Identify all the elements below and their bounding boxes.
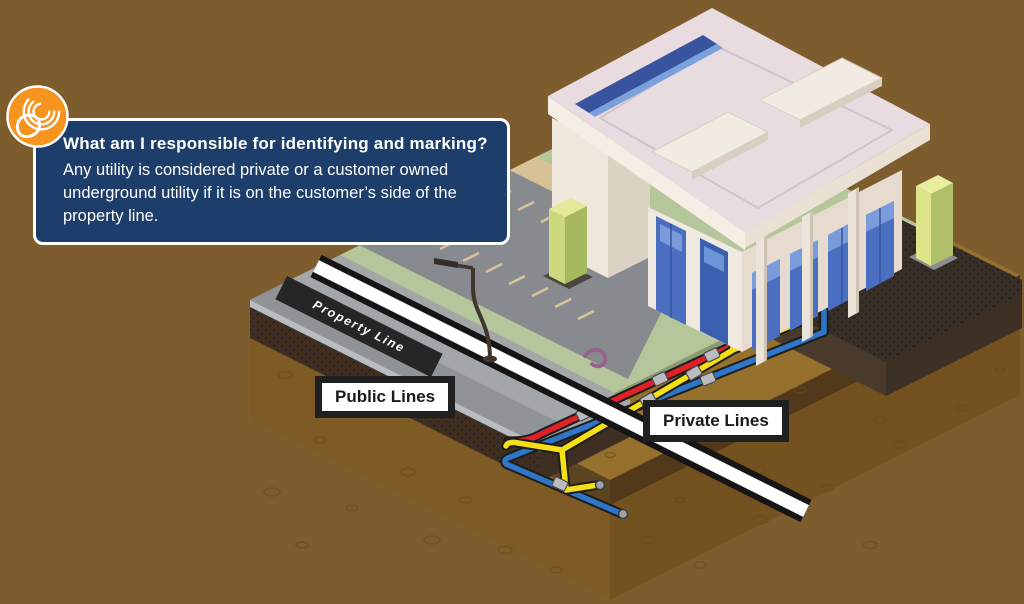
roof-pool-strip: [575, 35, 717, 113]
locate-rings-droplet-icon: [6, 85, 69, 148]
street-lamp: [434, 258, 497, 363]
building: [548, 8, 930, 366]
utility-pedestal-right: [909, 175, 958, 270]
private-lines-label: Private Lines: [643, 400, 789, 443]
portico-columns: [756, 187, 859, 366]
public-lines-label: Public Lines: [315, 376, 456, 419]
callout-body: Any utility is considered private or a c…: [63, 161, 457, 225]
irrigation-hose: [583, 347, 608, 369]
locator-brand-icon: [6, 85, 69, 148]
property-line-stripe: [310, 254, 812, 523]
callout-title: What am I responsible for identifying an…: [63, 134, 488, 153]
info-callout: What am I responsible for identifying an…: [33, 118, 510, 245]
utility-pedestal-left: [543, 198, 593, 289]
roof: [548, 8, 930, 250]
blue-utility-line: [500, 306, 829, 520]
